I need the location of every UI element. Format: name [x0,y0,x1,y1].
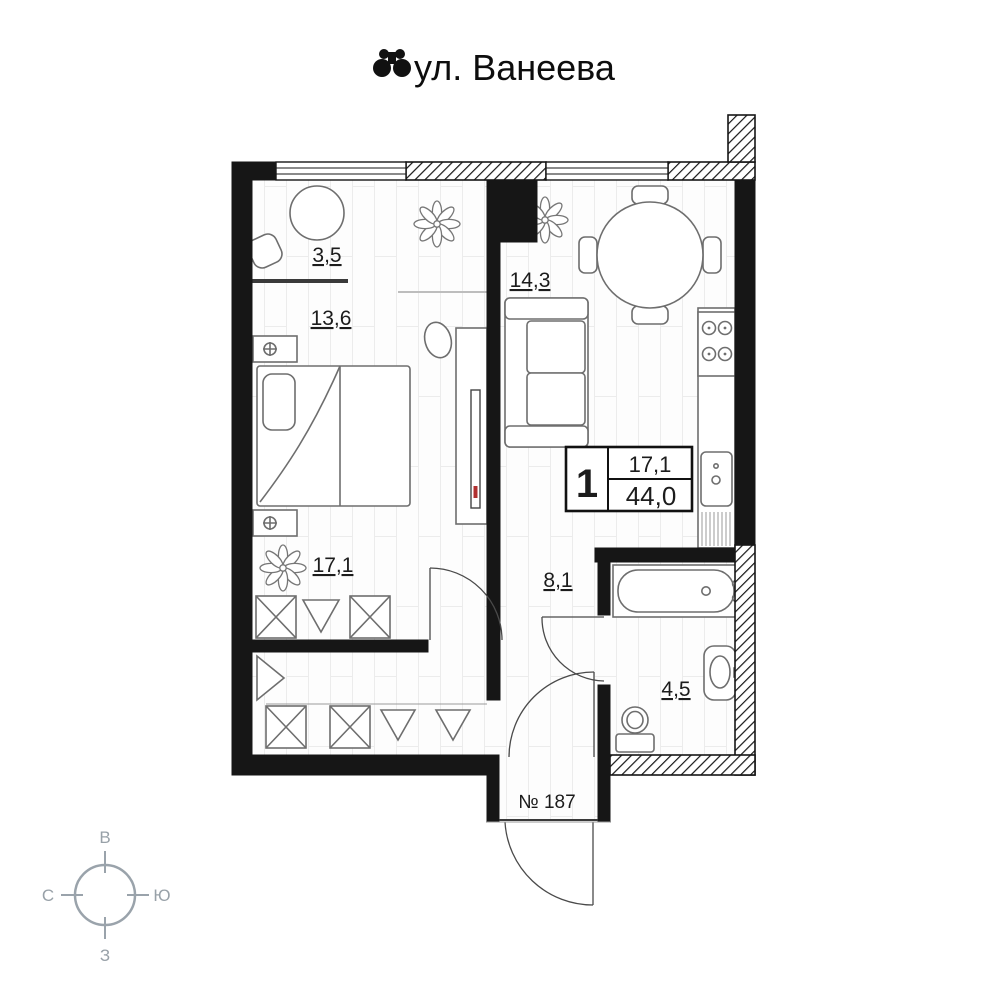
compass-letter-bottom: З [100,946,110,965]
furniture-bedroom [247,185,488,592]
door-hall [508,671,595,758]
compass-circle [73,863,137,927]
windows [275,161,669,181]
hanger-symbol [379,709,417,742]
door-bathroom [541,616,605,682]
stove [697,311,736,377]
wall-left [231,161,253,776]
partition-bedroom-corridor [251,639,429,653]
bed [256,365,411,507]
sofa [504,297,589,448]
compass-letter-left: С [42,886,54,905]
fixture-symbol-top [263,342,277,356]
hanger-symbol [301,599,341,634]
wall-right-lower [734,544,756,776]
door-entrance [487,821,610,906]
wall-bottom-right [609,754,756,776]
stamp-living-area: 17,1 [629,452,672,477]
wardrobe-box [255,595,297,639]
floor-vestibule [499,755,598,821]
wall-top-hatch [405,161,547,181]
wall-top-a [231,161,277,181]
wall-top-right-hatch [667,161,756,181]
sofa-armrest [504,297,589,320]
area-stamp: 1 17,1 44,0 [564,445,694,513]
wall-vestibule-left [486,754,500,823]
apartment-number: № 187 [518,792,575,813]
partition-hall-stub [486,651,501,701]
round-table [289,185,345,241]
wall-vestibule-right [597,754,611,823]
chair [578,236,598,274]
furniture-kitchen [504,185,736,549]
tv-accent [473,486,478,498]
room-area-hallway: 8,1 [543,569,572,592]
sofa-cushion [526,320,586,374]
room-area-bedroom: 17,1 [313,554,354,577]
toilet [615,706,655,753]
kitchen-sink [700,451,733,507]
wardrobe-box [329,705,371,749]
room-area-sleeping-zone: 13,6 [311,307,352,330]
wall-right-upper [734,179,756,546]
tv-panel [470,389,481,509]
stool [423,321,453,359]
plant [413,200,461,248]
wall-stub-kitchen [486,179,538,243]
pillow [262,373,296,431]
partition-kitchen-bath [594,547,736,563]
room-area-bathroom: 4,5 [661,678,690,701]
window-kitchen [545,161,669,181]
walls [231,114,756,823]
dining-table [596,201,704,309]
wall-bottom-left [231,754,488,776]
sofa-armrest [504,425,589,448]
room-labels: 3,5 13,6 14,3 17,1 8,1 4,5 [311,244,691,701]
door-bedroom [429,567,503,641]
compass-ticks [61,851,149,939]
room-area-wardrobe-niche: 3,5 [312,244,341,267]
fixture-symbol-bottom [263,516,277,530]
wardrobe-box [265,705,307,749]
partition-hall-bath-lower [597,684,611,756]
bathtub [612,564,744,618]
doors [429,567,610,906]
mirror-symbol [256,654,286,702]
hanger-symbol [434,709,472,742]
compass: В С Ю З [42,828,171,965]
wardrobe-box [349,595,391,639]
street-title: ул. Ванеева [414,47,616,88]
drainboard [701,512,731,546]
room-area-kitchen-living: 14,3 [510,269,551,292]
binoculars-icon [373,49,411,77]
sofa-cushion [526,372,586,426]
chair [702,236,722,274]
stamp-total-area: 44,0 [626,481,677,511]
wall-notch-top-right [727,114,756,163]
blanket-fold [259,365,341,503]
compass-letter-top: В [99,828,110,847]
title: ул. Ванеева [373,47,616,88]
furniture-wardrobe [255,595,487,749]
stamp-rooms-count: 1 [576,462,598,506]
window-bedroom [275,161,407,181]
partition-hall-bath-upper [597,561,611,616]
plant [259,544,307,592]
partition-bedroom-kitchen [486,179,501,653]
compass-letter-right: Ю [153,886,170,905]
